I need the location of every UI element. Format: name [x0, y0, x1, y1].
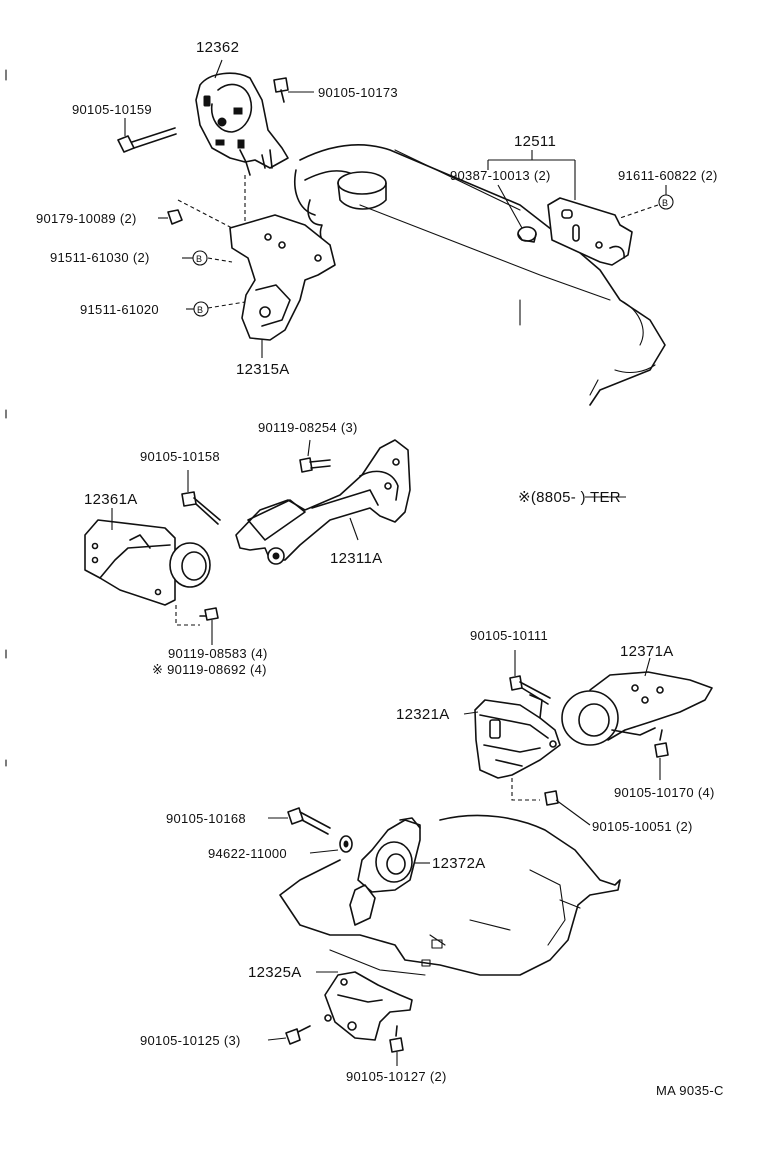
part-labels: 12362 90105-10173 90105-10159 90179-1008…: [36, 39, 724, 1098]
callout-b-91511-61020: B: [186, 301, 209, 317]
label-12321A: 12321A: [396, 706, 450, 723]
alignment-line: [207, 257, 233, 263]
label-90119-08692: ※ 90119-08692 (4): [152, 662, 267, 677]
alignment-line: [207, 301, 246, 309]
label-91611-60822: 91611-60822 (2): [618, 168, 718, 183]
bolt-90105-10170: [654, 729, 669, 780]
label-90387-10013: 90387-10013 (2): [450, 168, 551, 183]
svg-text:B: B: [196, 254, 202, 264]
mount-12321A: [463, 694, 561, 779]
label-90105-10158: 90105-10158: [140, 449, 220, 464]
label-ter-note: ※(8805- ) TER: [518, 489, 621, 506]
label-12315A: 12315A: [236, 361, 290, 378]
label-90119-08583: 90119-08583 (4): [168, 646, 268, 661]
label-91511-61020: 91511-61020: [80, 302, 159, 317]
engine-mount-12362: [195, 59, 289, 176]
bolt-90105-10159: [117, 118, 177, 153]
label-90105-10168: 90105-10168: [166, 811, 246, 826]
label-90105-10159: 90105-10159: [72, 102, 152, 117]
label-94622-11000: 94622-11000: [208, 846, 287, 861]
label-12511: 12511: [514, 133, 556, 150]
bracket-12511: [487, 150, 633, 266]
label-90105-10127: 90105-10127 (2): [346, 1069, 447, 1084]
label-12362: 12362: [196, 39, 239, 56]
bolt-90105-10127: [389, 1025, 404, 1066]
label-91511-61030: 91511-61030 (2): [50, 250, 150, 265]
label-90105-10125: 90105-10125 (3): [140, 1033, 241, 1048]
label-12325A: 12325A: [248, 964, 302, 981]
reference-code: MA 9035-C: [656, 1083, 724, 1098]
label-12371A: 12371A: [620, 643, 674, 660]
bolt-90105-10051: [511, 778, 591, 826]
washer-94622-11000: [309, 835, 353, 854]
label-90119-08254: 90119-08254 (3): [258, 420, 358, 435]
label-12361A: 12361A: [84, 491, 138, 508]
bracket-12315A: [229, 214, 336, 358]
bolt-90105-10168: [268, 807, 331, 835]
transmission-outline: [279, 814, 621, 976]
label-90105-10173: 90105-10173: [318, 85, 398, 100]
label-90105-10170: 90105-10170 (4): [614, 785, 715, 800]
nut-90179-10089: [158, 209, 183, 225]
alignment-line: [177, 199, 233, 229]
bracket-12311A: [235, 439, 411, 565]
svg-text:B: B: [197, 305, 203, 315]
engine-block-outline: [294, 144, 666, 406]
bolt-90105-10173: [273, 77, 314, 103]
bolt-90119-08583: [175, 605, 219, 645]
label-12372A: 12372A: [432, 855, 486, 872]
label-90105-10111: 90105-10111: [470, 628, 548, 643]
mount-12372A: [349, 817, 430, 926]
mount-12371A: [561, 657, 713, 746]
label-90105-10051: 90105-10051 (2): [592, 819, 693, 834]
bolt-90105-10125: [267, 1025, 311, 1045]
bolt-90105-10111: [509, 650, 551, 705]
label-12311A: 12311A: [330, 550, 382, 567]
callout-b-91511-61030: B: [182, 250, 208, 266]
label-90179-10089: 90179-10089 (2): [36, 211, 137, 226]
bushing-90387-10013: [497, 184, 537, 243]
mount-12361A: [84, 508, 211, 606]
bolt-90119-08254: [299, 439, 331, 473]
svg-text:B: B: [662, 198, 668, 208]
bolt-90105-10158: [181, 470, 221, 525]
callout-b-91611-60822: B: [619, 185, 674, 219]
bracket-12325A: [316, 971, 413, 1041]
